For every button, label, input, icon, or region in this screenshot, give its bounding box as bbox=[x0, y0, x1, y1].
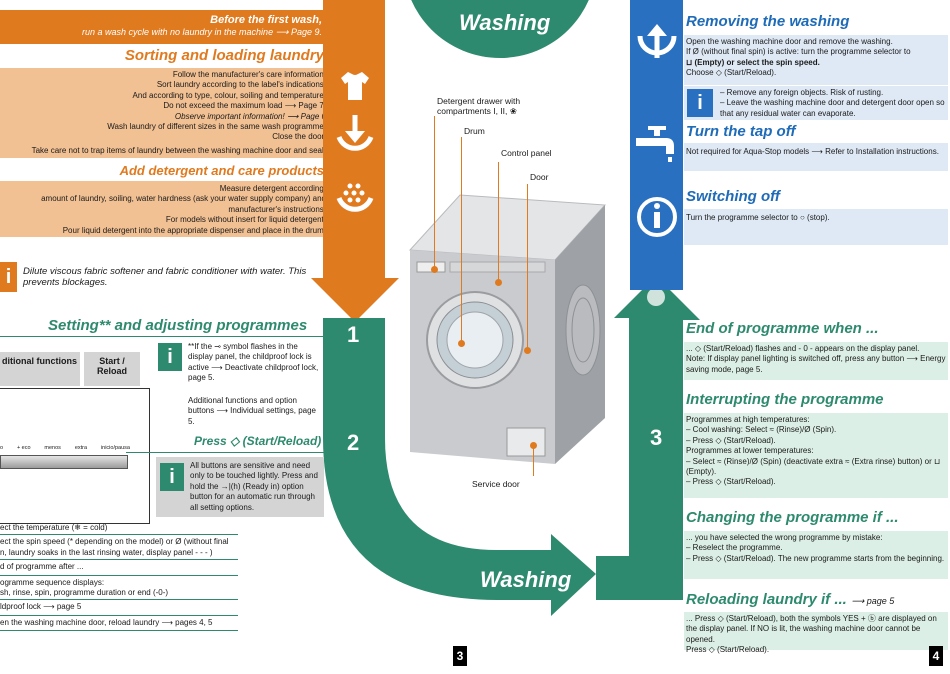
orange-arrow-head bbox=[311, 278, 399, 322]
buttons-note-box bbox=[156, 457, 324, 517]
drawer-leader bbox=[434, 116, 435, 269]
removing-title: Removing the washing bbox=[686, 13, 850, 30]
drum-dot bbox=[458, 340, 465, 347]
label-service-door: Service door bbox=[472, 479, 520, 489]
teal-right-shaft bbox=[629, 318, 683, 598]
col-start-reload: Start / Reload bbox=[84, 352, 140, 386]
step-1: 1 bbox=[347, 322, 360, 347]
page-number-right: 4 bbox=[929, 646, 943, 666]
progress-dot bbox=[647, 288, 665, 306]
removing-info: – Remove any foreign objects. Risk of ru… bbox=[720, 88, 945, 118]
sorting-box bbox=[0, 68, 330, 158]
teal-u-flow bbox=[323, 318, 596, 616]
washing-top-label: Washing bbox=[459, 10, 551, 35]
label-drum: Drum bbox=[464, 126, 485, 136]
panel-pointer-line bbox=[126, 452, 326, 453]
label-control-panel: Control panel bbox=[501, 148, 552, 158]
removing-box: Open the washing machine door and remove… bbox=[684, 35, 948, 85]
load-arrow-icon bbox=[336, 115, 374, 151]
drum-leader bbox=[461, 137, 462, 344]
tap-text: Not required for Aqua-Stop models ⟶ Refe… bbox=[684, 143, 948, 171]
step-3: 3 bbox=[650, 425, 663, 450]
sorting-title: Sorting and loading laundry bbox=[124, 47, 324, 64]
reloading-title: Reloading laundry if ... bbox=[686, 591, 847, 608]
teal-bottom-band bbox=[596, 556, 683, 600]
washing-bottom-label: Washing bbox=[480, 567, 572, 592]
control-dot bbox=[495, 279, 502, 286]
changing-box: ... you have selected the wrong programm… bbox=[684, 531, 948, 579]
buttons-note: All buttons are sensitive and need only … bbox=[190, 461, 318, 512]
info-icon: i bbox=[158, 343, 182, 371]
service-dot bbox=[530, 442, 537, 449]
page-number-left: 3 bbox=[453, 646, 467, 666]
childproof-note: **If the ⊸ symbol flashes in the display… bbox=[188, 342, 319, 383]
additional-note: Additional functions and option buttons … bbox=[188, 396, 316, 426]
label-detergent-drawer: Detergent drawer with compartments I, II… bbox=[437, 96, 521, 117]
interrupt-title: Interrupting the programme bbox=[686, 391, 884, 408]
col-additional-functions: ditional functions bbox=[0, 352, 80, 386]
before-first-wash-text: run a wash cycle with no laundry in the … bbox=[81, 27, 322, 37]
interrupt-box: Programmes at high temperatures: – Cool … bbox=[684, 413, 948, 498]
detergent-icon bbox=[336, 183, 374, 212]
service-leader bbox=[533, 448, 534, 476]
door-dot bbox=[524, 347, 531, 354]
door-leader bbox=[527, 184, 528, 350]
removing-info-box bbox=[684, 86, 948, 120]
tap-title: Turn the tap off bbox=[686, 123, 796, 140]
bottom-instructions: ect the temperature (❄ = cold) ect the s… bbox=[0, 522, 238, 632]
label-door: Door bbox=[530, 172, 549, 182]
info-icon: i bbox=[0, 262, 17, 292]
panel-strip bbox=[0, 455, 128, 469]
sorting-lines: Follow the manufacturer's care informati… bbox=[31, 70, 326, 155]
detergent-box bbox=[0, 181, 330, 237]
before-first-wash-title: Before the first wash, bbox=[210, 14, 322, 26]
remove-arrow-icon bbox=[637, 24, 677, 58]
reloading-box: ... Press ◇ (Start/Reload), both the sym… bbox=[684, 612, 948, 654]
detergent-title: Add detergent and care products bbox=[119, 163, 324, 178]
detergent-lines: Measure detergent according: amount of l… bbox=[41, 184, 326, 235]
info-circle-icon bbox=[637, 197, 677, 237]
switch-text: Turn the programme selector to ○ (stop). bbox=[684, 209, 948, 245]
setting-title: Setting** and adjusting programmes bbox=[48, 317, 308, 334]
info-icon: i bbox=[160, 463, 184, 491]
orange-top-band bbox=[0, 10, 325, 44]
washing-machine-illustration bbox=[408, 194, 607, 464]
tap-icon bbox=[636, 126, 674, 162]
control-leader bbox=[498, 162, 499, 282]
press-start-label: Press ◇ (Start/Reload) bbox=[194, 434, 322, 448]
info-icon: i bbox=[687, 89, 713, 117]
reloading-heading: Reloading laundry if ... ⟶ page 5 bbox=[686, 591, 894, 609]
drawer-dot bbox=[431, 266, 438, 273]
switch-title: Switching off bbox=[686, 188, 780, 205]
reloading-page-ref: ⟶ page 5 bbox=[851, 596, 895, 606]
shirt-icon bbox=[341, 72, 369, 100]
end-box: ... ◇ (Start/Reload) flashes and - 0 - a… bbox=[684, 342, 948, 380]
changing-title: Changing the programme if ... bbox=[686, 509, 899, 526]
teal-underline bbox=[0, 336, 326, 337]
panel-labels: o + eco menos extra inicio/pausa bbox=[0, 445, 130, 451]
step-2: 2 bbox=[347, 430, 360, 455]
softener-note: Dilute viscous fabric softener and fabri… bbox=[23, 266, 307, 288]
end-title: End of programme when ... bbox=[686, 320, 879, 337]
